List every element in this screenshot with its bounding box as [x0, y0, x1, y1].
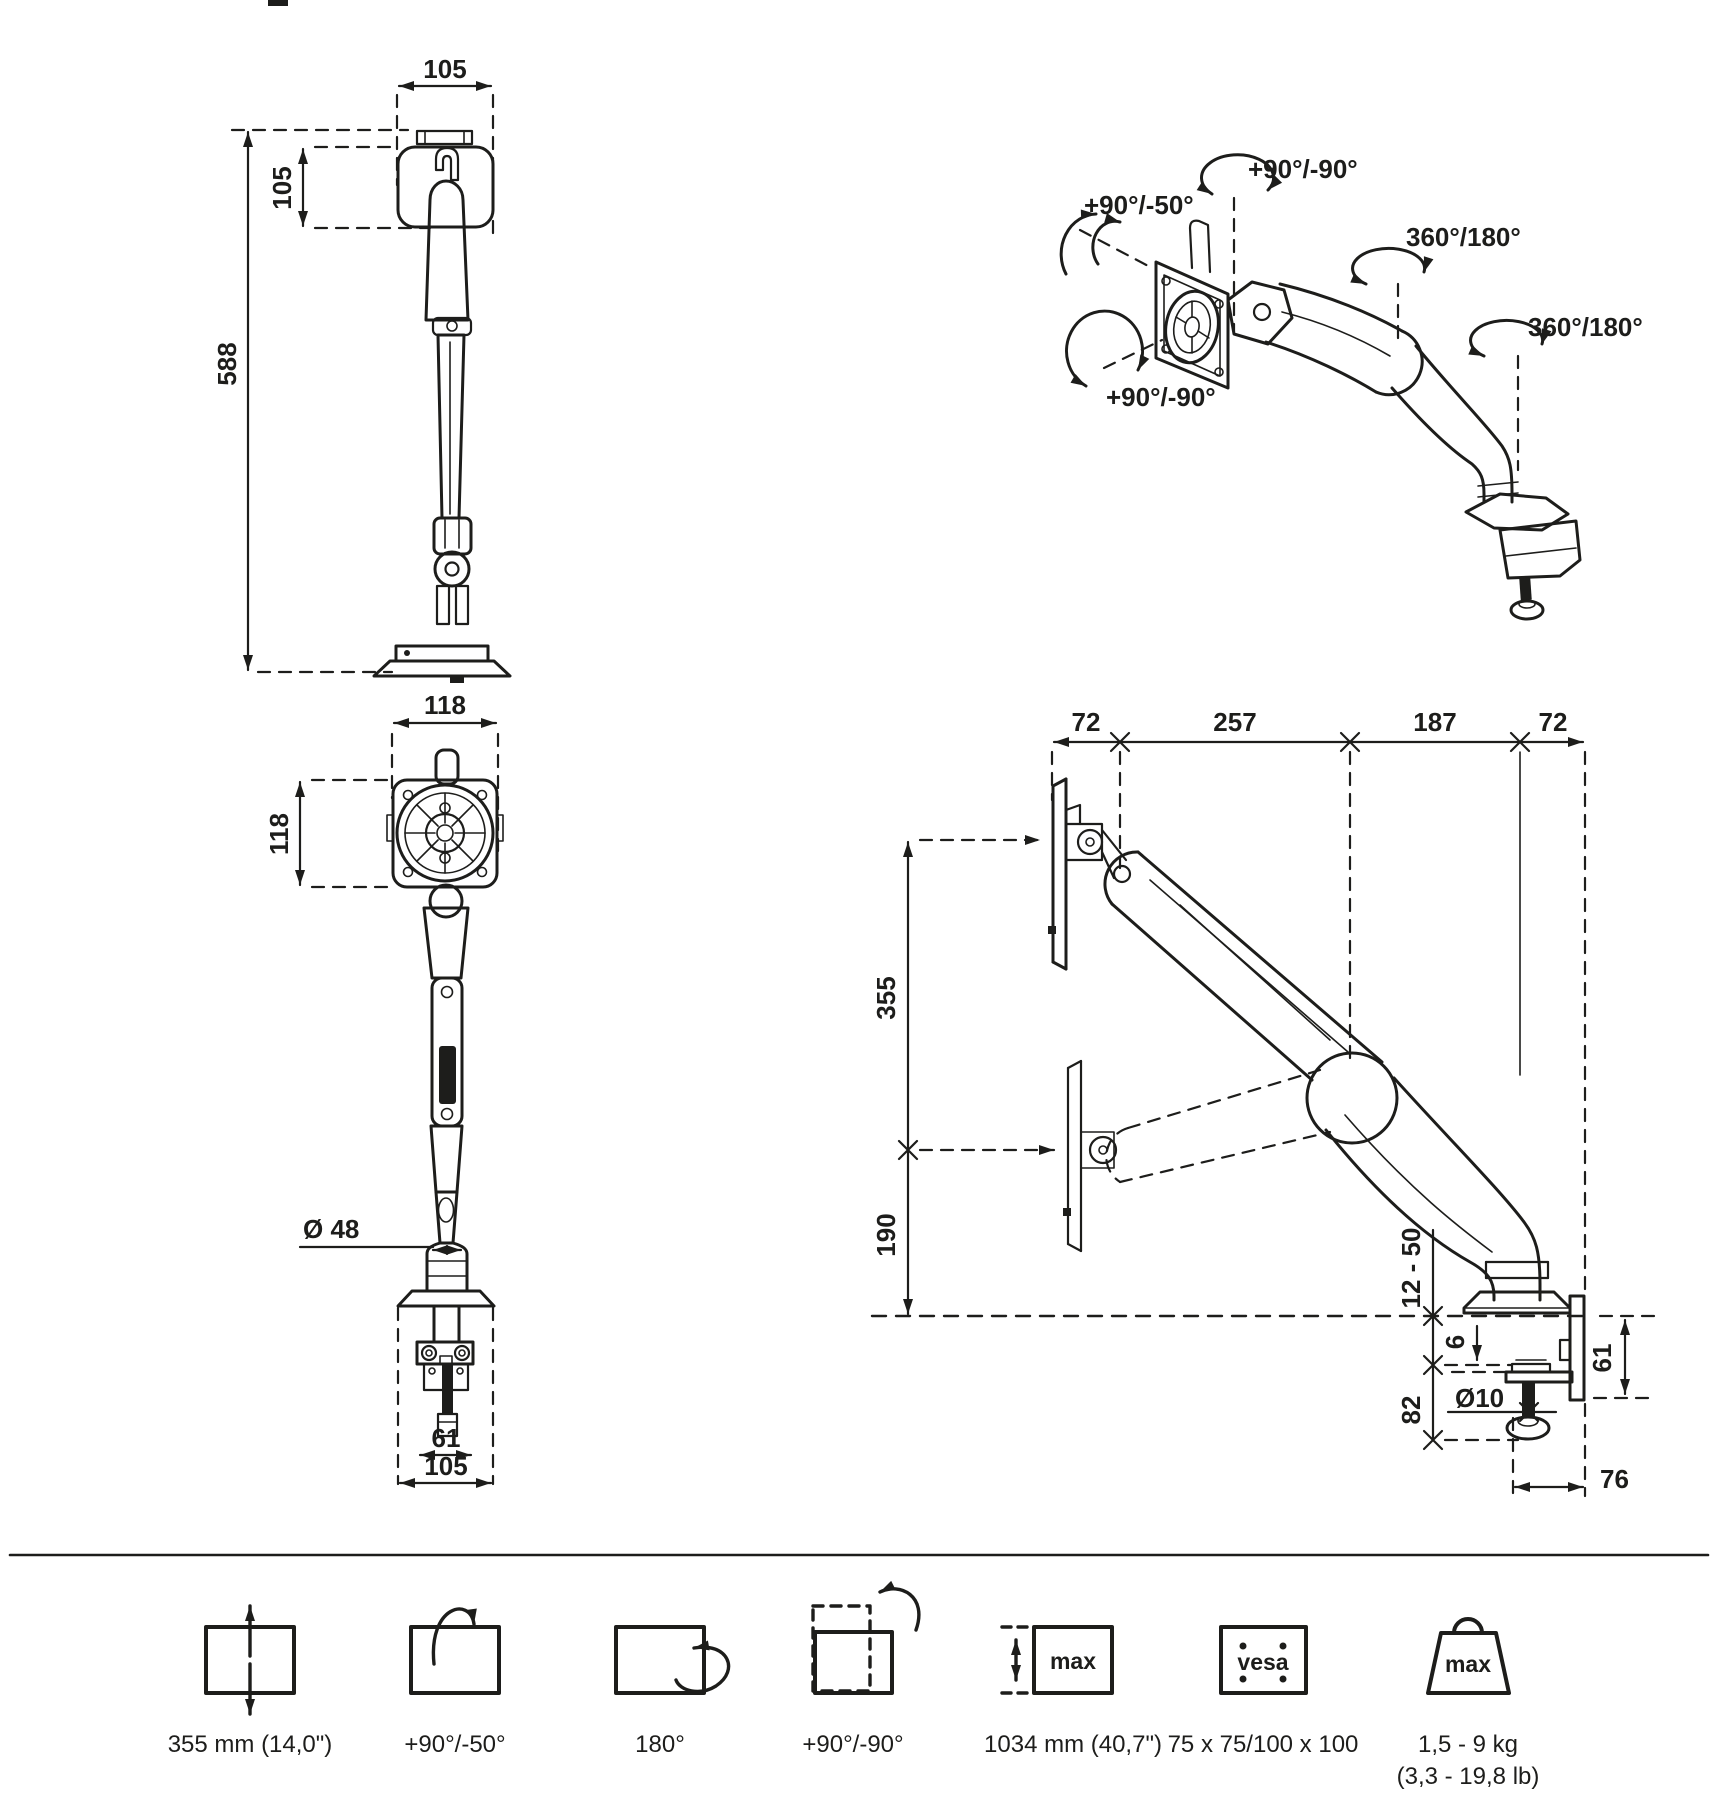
- dim-screw-diameter: Ø10: [1455, 1383, 1504, 1413]
- tilt-rotation-arrow: [1059, 209, 1098, 276]
- legend-label-vesa: 75 x 75/100 x 100: [1168, 1731, 1359, 1758]
- portrait-rotation-label: +90°/-90°: [1106, 382, 1216, 412]
- vesa-icon: vesa: [1219, 1625, 1308, 1695]
- isometric-view: +90°/-90° +90°/-50° +90°/-90° 360°/180° …: [1059, 153, 1643, 621]
- dim-head-height: 105: [267, 166, 297, 209]
- tilt-rotation-label: +90°/-50°: [1084, 190, 1194, 220]
- front-folded-arm-drawing: [372, 129, 512, 683]
- dim-clamp-offset: 72: [1539, 707, 1568, 737]
- legend-label-height-adjust: 355 mm (14,0"): [168, 1731, 333, 1758]
- max-height-icon: max: [1000, 1625, 1114, 1695]
- max-weight-icon: max: [1426, 1617, 1511, 1695]
- dim-pole-diameter: Ø 48: [303, 1214, 359, 1244]
- swivel-icon: [614, 1625, 731, 1695]
- dim-desk-thickness: 12 - 50: [1396, 1228, 1426, 1309]
- isometric-arm-drawing: [1154, 219, 1582, 621]
- front-vesa-arm-drawing: [386, 748, 504, 1438]
- dim-top-width: 105: [423, 54, 466, 84]
- dim-pad-gap: 6: [1440, 1335, 1470, 1349]
- front-folded-view: 105 588 105: [212, 54, 512, 683]
- side-arm-drawing: [1048, 777, 1586, 1441]
- max-weight-badge: max: [1445, 1651, 1491, 1677]
- base-rotation-label: 360°/180°: [1528, 312, 1643, 342]
- side-view: 72 257 187 72 355 190: [870, 707, 1656, 1498]
- dim-plate-width: 118: [424, 690, 466, 720]
- dim-total-height: 588: [212, 342, 242, 385]
- dim-forearm-reach: 187: [1413, 707, 1456, 737]
- elbow-rotation-label: 360°/180°: [1406, 222, 1521, 252]
- pan-rotation-arrow: [1196, 153, 1283, 196]
- front-vesa-view: 118 118: [264, 690, 504, 1488]
- dim-upper-arm-reach: 257: [1213, 707, 1256, 737]
- dim-under-desk: 82: [1396, 1396, 1426, 1425]
- max-height-badge: max: [1050, 1648, 1096, 1674]
- legend-row: 355 mm (14,0") +90°/-50° 180° +90°/-90° …: [168, 1580, 1540, 1790]
- legend-label-tilt: +90°/-50°: [404, 1731, 505, 1758]
- legend-label-max-weight-lb: (3,3 - 19,8 lb): [1397, 1763, 1540, 1790]
- dim-clamp-depth: 76: [1600, 1464, 1629, 1494]
- dim-base-width: 105: [424, 1451, 467, 1481]
- rotate-icon: [811, 1580, 921, 1695]
- tilt-icon: [409, 1607, 501, 1695]
- dim-bracket-height: 61: [1587, 1344, 1617, 1373]
- vesa-badge: vesa: [1237, 1649, 1288, 1675]
- dim-lift-range: 355: [871, 976, 901, 1019]
- legend-label-max-weight: 1,5 - 9 kg: [1418, 1731, 1518, 1758]
- pan-rotation-label: +90°/-90°: [1248, 154, 1358, 184]
- legend-label-max-height: 1034 mm (40,7"): [984, 1731, 1162, 1758]
- base-rotation-arrow: [1468, 318, 1552, 358]
- legend-label-swivel: 180°: [635, 1731, 685, 1758]
- dim-min-height: 190: [871, 1213, 901, 1256]
- elbow-rotation-arrow: [1350, 246, 1434, 286]
- portrait-rotation-arrow: [1065, 309, 1150, 388]
- legend-label-rotate: +90°/-90°: [802, 1731, 903, 1758]
- height-adjust-icon: [204, 1604, 296, 1716]
- cropped-text-fragment: [268, 0, 288, 6]
- dim-plate-height: 118: [264, 813, 294, 855]
- dim-bolt-spacing: 61: [432, 1423, 461, 1453]
- dim-vesa-depth: 72: [1072, 707, 1101, 737]
